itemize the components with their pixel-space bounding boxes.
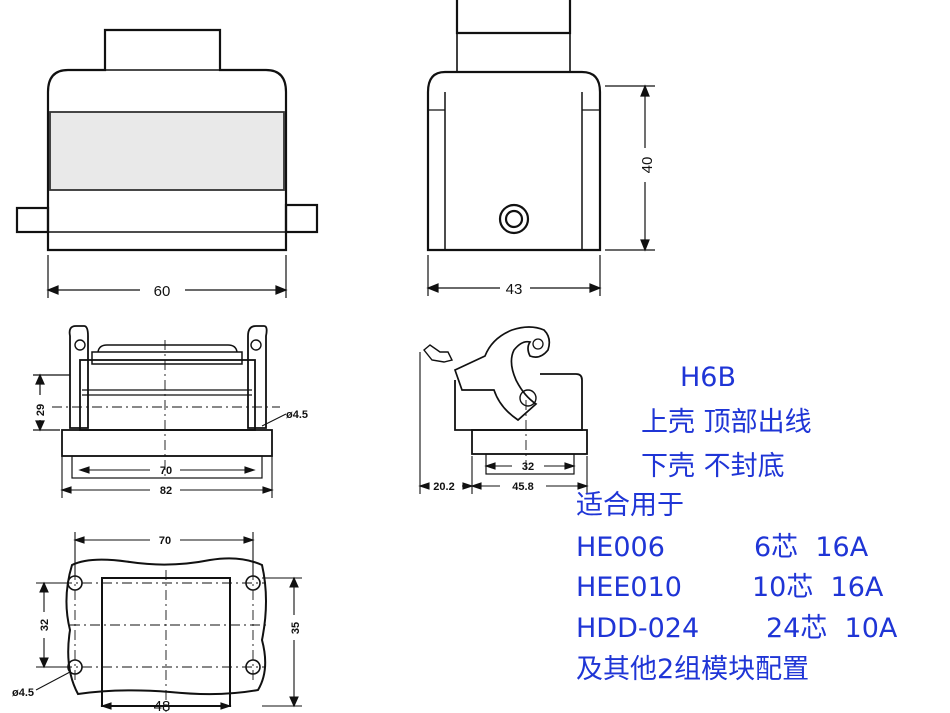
cutout-32-dim xyxy=(36,581,68,669)
note-other: 及其他2组模块配置 xyxy=(576,654,810,685)
front-view xyxy=(15,28,319,252)
note-insert2-name: HEE010 xyxy=(576,572,682,603)
side-base-body xyxy=(454,373,583,431)
dim-base-82: 82 xyxy=(160,485,172,497)
dim-front-width: 60 xyxy=(154,283,171,300)
note-insert1-name: HE006 xyxy=(576,532,665,563)
dim-side-height: 40 xyxy=(639,157,656,174)
leader-hole-cut xyxy=(35,671,71,691)
note-model: H6B xyxy=(680,362,737,393)
dim-cutout-48: 48 xyxy=(154,698,171,713)
cutout-70-dim xyxy=(73,532,255,576)
base-front-view xyxy=(52,325,280,479)
side-offset-dims xyxy=(418,352,589,494)
side-height-dim xyxy=(605,84,655,252)
side-base-flange xyxy=(471,429,588,455)
dim-side-32: 32 xyxy=(522,461,534,473)
dim-side-width: 43 xyxy=(506,281,523,298)
dim-side-20-2: 20.2 xyxy=(433,481,454,493)
base-70-dim xyxy=(78,466,256,474)
base-flange xyxy=(61,429,273,457)
side-hole-inner xyxy=(504,209,524,229)
note-insert1-spec: 6芯 16A xyxy=(754,532,869,563)
dim-cutout-70: 70 xyxy=(159,535,171,547)
cutout-35-dim xyxy=(262,576,302,708)
base-body xyxy=(79,359,256,431)
base-82-dim xyxy=(60,456,274,498)
right-pin xyxy=(284,203,319,234)
front-width-dim xyxy=(46,255,288,298)
dim-cutout-35: 35 xyxy=(290,622,302,634)
right-latch xyxy=(247,325,268,429)
dim-base-70: 70 xyxy=(160,465,172,477)
cutout-48-dim xyxy=(100,702,232,710)
left-pin xyxy=(15,206,50,234)
front-label-panel xyxy=(49,111,285,191)
dim-cutout-32: 32 xyxy=(39,619,51,631)
dim-base-29: 29 xyxy=(35,404,47,416)
side-housing-outline xyxy=(426,70,602,252)
dim-side-45-8: 45.8 xyxy=(512,481,533,493)
side-32-dim xyxy=(484,462,576,470)
dim-hole-cut: ø4.5 xyxy=(12,687,34,699)
base-29-dim xyxy=(33,373,70,432)
note-suitable-for: 适合用于 xyxy=(576,490,684,521)
base-side-view xyxy=(423,326,588,475)
side-latch-hook xyxy=(423,344,454,363)
note-upper-shell: 上壳 顶部出线 xyxy=(641,407,812,438)
leader-hole-mid xyxy=(261,413,287,427)
note-insert3-spec: 24芯 10A xyxy=(766,613,898,644)
panel-cutout-view xyxy=(62,557,270,712)
side-width-dim xyxy=(426,255,602,296)
side-hole-outer xyxy=(498,203,530,235)
front-housing-outline xyxy=(46,28,288,252)
left-latch xyxy=(68,325,89,429)
note-insert3-name: HDD-024 xyxy=(576,613,700,644)
side-view xyxy=(426,0,602,252)
side-latch-lever xyxy=(453,326,551,422)
note-lower-shell: 下壳 不封底 xyxy=(641,451,785,482)
side-top-cable xyxy=(455,0,572,35)
note-insert2-spec: 10芯 16A xyxy=(752,572,884,603)
dim-hole-mid: ø4.5 xyxy=(286,409,308,421)
